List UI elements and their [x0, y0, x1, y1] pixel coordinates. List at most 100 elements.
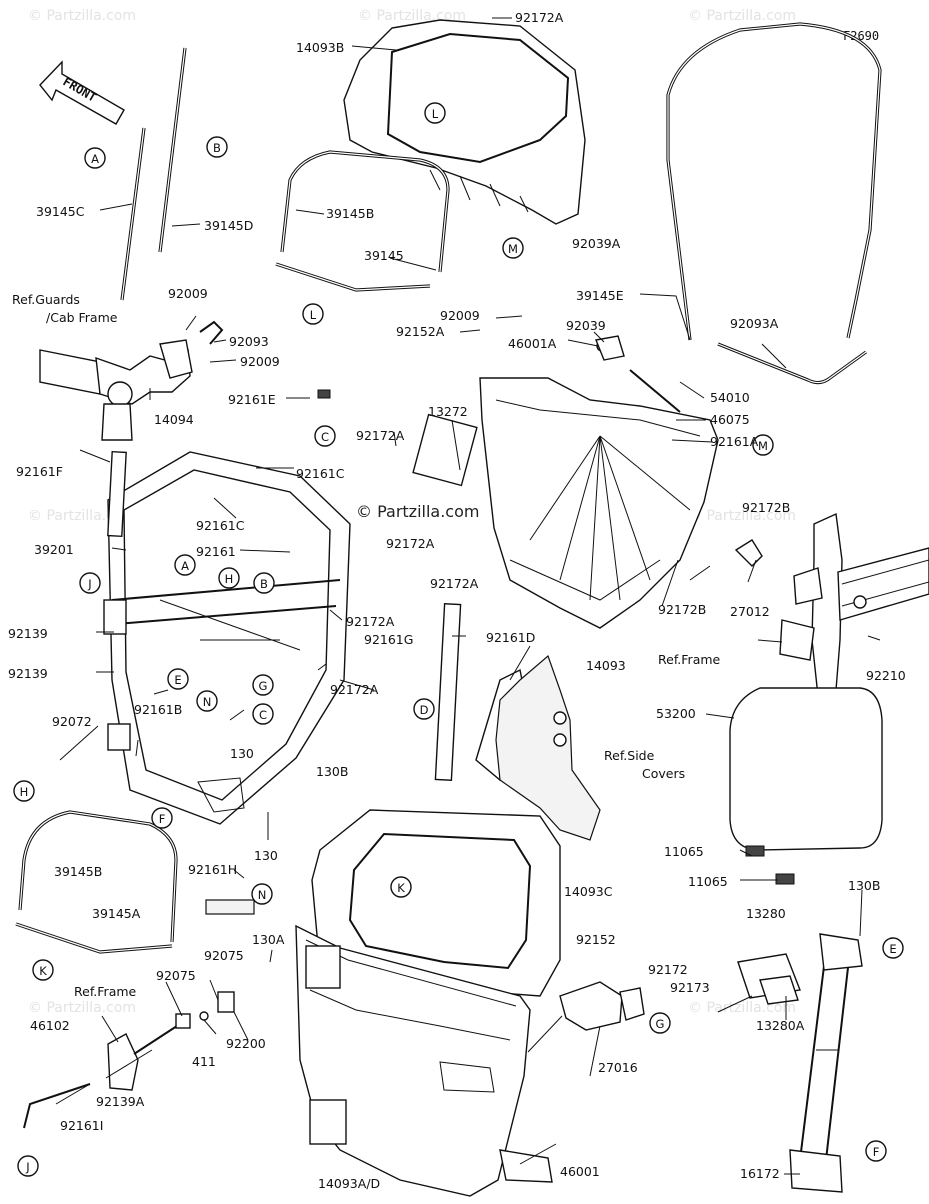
- part-label-54010: 54010: [710, 390, 750, 405]
- right-side-frame: [734, 512, 929, 697]
- part-label-11065-b: 11065: [688, 874, 728, 889]
- callout-A-2: A: [174, 554, 196, 576]
- part-label-92172: 92172: [648, 962, 688, 977]
- leader-lines: [55, 17, 881, 1175]
- callout-M-2: M: [752, 434, 774, 456]
- part-label-92152a: 92152A: [396, 324, 445, 339]
- part-label-130b-a: 130B: [316, 764, 348, 779]
- seal-39145e-large: [666, 22, 882, 341]
- callout-H-1: H: [218, 567, 240, 589]
- callout-C-2: C: [252, 703, 274, 725]
- part-label-130-b: 130: [254, 848, 278, 863]
- seal-39145b-lower: [18, 810, 178, 943]
- part-label-13280a: 13280A: [756, 1018, 805, 1033]
- part-label-92161d: 92161D: [486, 630, 535, 645]
- part-label-39145: 39145: [364, 248, 404, 263]
- cab-door-frame-39201: [103, 451, 351, 825]
- part-label-92039a: 92039A: [572, 236, 621, 251]
- part-label-92161e: 92161E: [228, 392, 276, 407]
- part-label-46001: 46001: [560, 1164, 600, 1179]
- callout-F-2: F: [865, 1140, 887, 1162]
- part-label-92009-b: 92009: [240, 354, 280, 369]
- svg-text:G: G: [259, 679, 268, 693]
- ref-side-label: Ref.Side: [604, 748, 655, 763]
- svg-text:H: H: [20, 785, 29, 799]
- svg-text:M: M: [508, 242, 518, 256]
- svg-text:A: A: [91, 152, 99, 166]
- part-label-16172: 16172: [740, 1166, 780, 1181]
- part-label-13280: 13280: [746, 906, 786, 921]
- callout-A-1: A: [84, 147, 106, 169]
- part-label-92172a-e: 92172A: [346, 614, 395, 629]
- part-label-46075: 46075: [710, 412, 750, 427]
- diagram-code: F2690: [843, 29, 879, 43]
- strip-92161g: [434, 602, 462, 782]
- svg-text:B: B: [260, 577, 268, 591]
- svg-text:E: E: [889, 942, 896, 956]
- part-label-411: 411: [192, 1054, 216, 1069]
- part-label-39201: 39201: [34, 542, 74, 557]
- part-label-92075-b: 92075: [204, 948, 244, 963]
- callout-N-1: N: [196, 690, 218, 712]
- part-label-130a: 130A: [252, 932, 285, 947]
- part-label-14094: 14094: [154, 412, 194, 427]
- part-label-46001a: 46001A: [508, 336, 557, 351]
- svg-text:J: J: [25, 1160, 29, 1174]
- part-label-27012: 27012: [730, 604, 770, 619]
- ref-frame-left-label: Ref.Frame: [74, 984, 137, 999]
- part-label-39145c: 39145C: [36, 204, 85, 219]
- part-label-92172a-d: 92172A: [430, 576, 479, 591]
- watermark: © Partzilla.com: [28, 1000, 136, 1016]
- part-label-92161h: 92161H: [188, 862, 237, 877]
- part-label-92009-c: 92009: [440, 308, 480, 323]
- front-arrow: FRONT: [39, 60, 125, 125]
- seal-strips-39145c-d: [120, 47, 187, 301]
- part-label-39145b-lower: 39145B: [54, 864, 102, 879]
- part-label-11065-a: 11065: [664, 844, 704, 859]
- part-label-14093a-d: 14093A/D: [318, 1176, 380, 1191]
- hinge-27016: [559, 981, 645, 1031]
- part-label-92093a: 92093A: [730, 316, 779, 331]
- ref-frame-label: Ref.Frame: [658, 652, 721, 667]
- callout-E-2: E: [882, 937, 904, 959]
- svg-text:G: G: [656, 1017, 665, 1031]
- callout-G-1: G: [252, 674, 274, 696]
- svg-text:A: A: [181, 559, 189, 573]
- part-label-92161i: 92161I: [60, 1118, 103, 1133]
- seal-39145a: [15, 922, 173, 954]
- part-label-92161c-a: 92161C: [296, 466, 345, 481]
- callout-K-2: K: [32, 959, 54, 981]
- svg-text:J: J: [87, 577, 91, 591]
- part-label-39145a: 39145A: [92, 906, 141, 921]
- seal-39145-strip: [275, 262, 431, 292]
- callout-F-1: F: [151, 807, 173, 829]
- callout-E-1: E: [167, 668, 189, 690]
- side-cover: [475, 654, 601, 841]
- callout-N-2: N: [251, 883, 273, 905]
- part-label-14093c: 14093C: [564, 884, 613, 899]
- part-label-92161g: 92161G: [364, 632, 413, 647]
- part-label-53200: 53200: [656, 706, 696, 721]
- part-label-92161a: 92161A: [710, 434, 759, 449]
- strip-92161h: [205, 899, 255, 915]
- watermark: © Partzilla.com: [28, 8, 136, 24]
- svg-text:F: F: [159, 812, 166, 826]
- part-label-39145d: 39145D: [204, 218, 253, 233]
- part-label-130b-b: 130B: [848, 878, 880, 893]
- svg-text:K: K: [39, 964, 47, 978]
- svg-text:K: K: [397, 881, 405, 895]
- svg-text:E: E: [174, 673, 181, 687]
- part-label-92152: 92152: [576, 932, 616, 947]
- part-label-46102: 46102: [30, 1018, 70, 1033]
- seal-39145b-upper: [280, 150, 450, 273]
- part-label-92172a-b: 92172A: [356, 428, 405, 443]
- part-label-92172a-c: 92172A: [386, 536, 435, 551]
- part-label-92172b-a: 92172B: [742, 500, 790, 515]
- strip-92161f: [107, 450, 127, 538]
- center-watermark: © Partzilla.com: [356, 502, 479, 521]
- part-label-39145e: 39145E: [576, 288, 624, 303]
- part-label-13272: 13272: [428, 404, 468, 419]
- ref-cab-frame-label: /Cab Frame: [46, 310, 118, 325]
- upper-window-frame-14093b: [343, 19, 586, 225]
